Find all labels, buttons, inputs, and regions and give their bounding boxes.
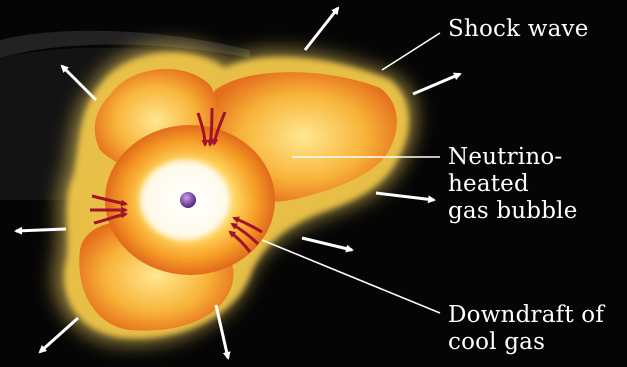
label-neutrino-bubble: Neutrino- heated gas bubble <box>448 144 578 225</box>
outflow-arrow <box>16 229 66 231</box>
label-shock-wave: Shock wave <box>448 16 589 43</box>
outflow-arrow <box>305 8 338 50</box>
label-bubble-line: heated <box>448 171 578 198</box>
label-shock-wave-text: Shock wave <box>448 16 589 43</box>
outflow-arrow <box>376 193 434 200</box>
outflow-arrow <box>40 318 78 352</box>
label-bubble-line: Neutrino- <box>448 144 578 171</box>
label-bubble-line: gas bubble <box>448 198 578 225</box>
neutron-star <box>180 192 196 208</box>
outflow-arrow <box>413 74 460 94</box>
label-downdraft: Downdraft of cool gas <box>448 302 604 356</box>
label-downdraft-line: Downdraft of <box>448 302 604 329</box>
leader-shock-wave <box>382 33 440 70</box>
label-downdraft-line: cool gas <box>448 329 604 356</box>
outflow-arrow <box>302 238 352 250</box>
